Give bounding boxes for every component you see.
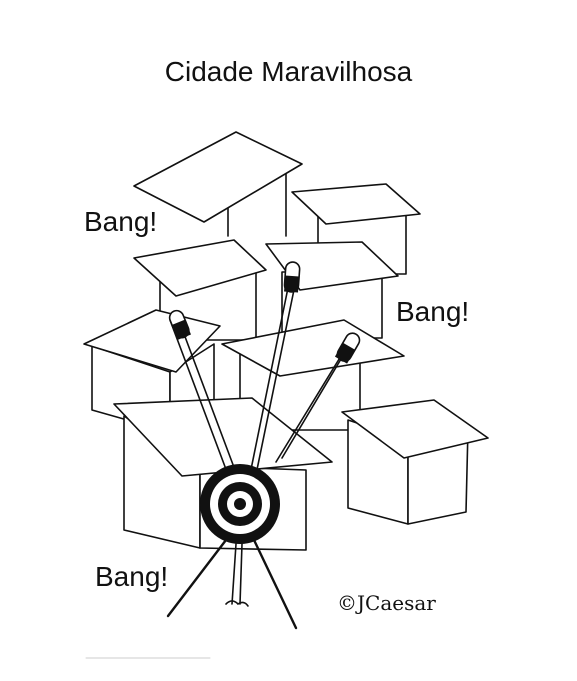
bang-label-bottom-left: Bang! [95,561,169,592]
bullet-middle [283,261,301,293]
target-stand [166,538,298,630]
artist-signature: ©JCaesar [337,591,436,615]
house-top-center [133,131,303,237]
bang-label-right: Bang! [396,296,470,327]
house-right [341,399,489,525]
bullets [168,261,361,364]
cartoon-title: Cidade Maravilhosa [164,56,413,87]
bullet-left [168,309,191,340]
target-icon [200,464,280,544]
bullet-right [334,332,361,364]
bang-label-top-left: Bang! [84,206,158,237]
